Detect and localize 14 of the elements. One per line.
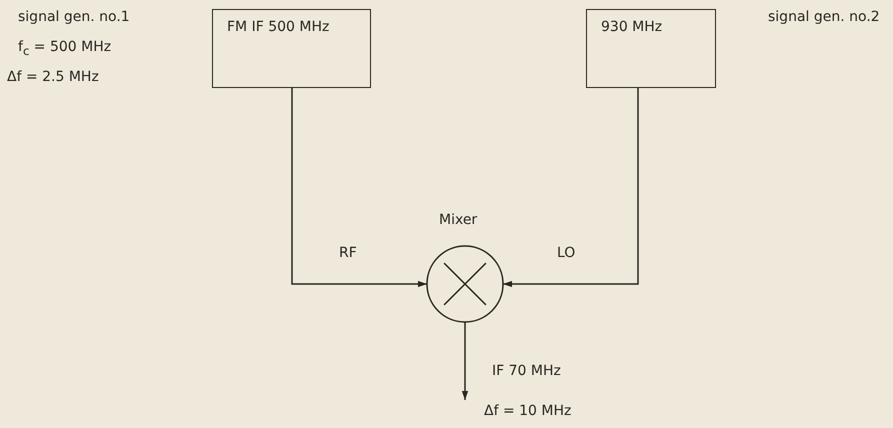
generator-spec: signal gen. no.2: [768, 8, 880, 26]
generator-box: [586, 9, 716, 88]
generator-box: [212, 9, 371, 88]
generator-spec: Δf = 2.5 MHz: [7, 68, 99, 86]
box-label: FM IF 500 MHz: [226, 18, 330, 36]
mixer-symbol: [426, 245, 504, 323]
mixer-label: Mixer: [439, 211, 478, 229]
signal-arrow: [462, 322, 468, 400]
signal-arrow: [503, 88, 639, 288]
generator-spec: signal gen. no.1: [18, 8, 130, 26]
box-label: 930 MHz: [600, 18, 664, 36]
bandwidth-note: Δf = 10 MHz: [484, 402, 572, 420]
signal-arrow: [291, 88, 427, 288]
generator-spec: f$_{c}$ = 500 MHz: [18, 38, 112, 60]
